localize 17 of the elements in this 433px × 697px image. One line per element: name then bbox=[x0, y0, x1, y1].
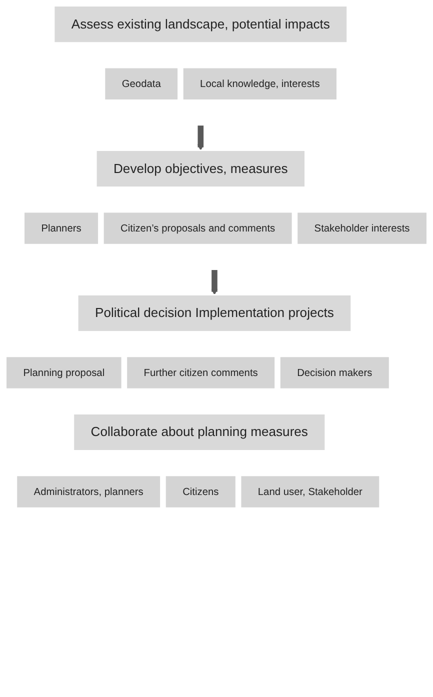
arrow bbox=[197, 126, 204, 151]
node-box: Geodata bbox=[104, 66, 179, 101]
arrow bbox=[211, 270, 218, 295]
node-box: Stakeholder interests bbox=[296, 211, 428, 246]
node-box: Citizens bbox=[164, 474, 237, 509]
node-box: Political decision Implementation projects bbox=[76, 294, 352, 332]
node-box: Assess existing landscape, potential impacts bbox=[53, 5, 348, 44]
node-box: Land user, Stakeholder bbox=[240, 474, 381, 509]
node-box: Develop objectives, measures bbox=[95, 150, 306, 188]
node-box: Administrators, planners bbox=[16, 474, 162, 509]
node-box: Local knowledge, interests bbox=[182, 66, 338, 101]
node-box: Planners bbox=[23, 211, 100, 246]
node-box: Planning proposal bbox=[5, 356, 123, 390]
node-box: Citizen’s proposals and comments bbox=[102, 211, 294, 246]
node-box: Further citizen comments bbox=[126, 356, 276, 390]
node-box: Collaborate about planning measures bbox=[72, 413, 326, 452]
node-box: Decision makers bbox=[278, 356, 390, 390]
